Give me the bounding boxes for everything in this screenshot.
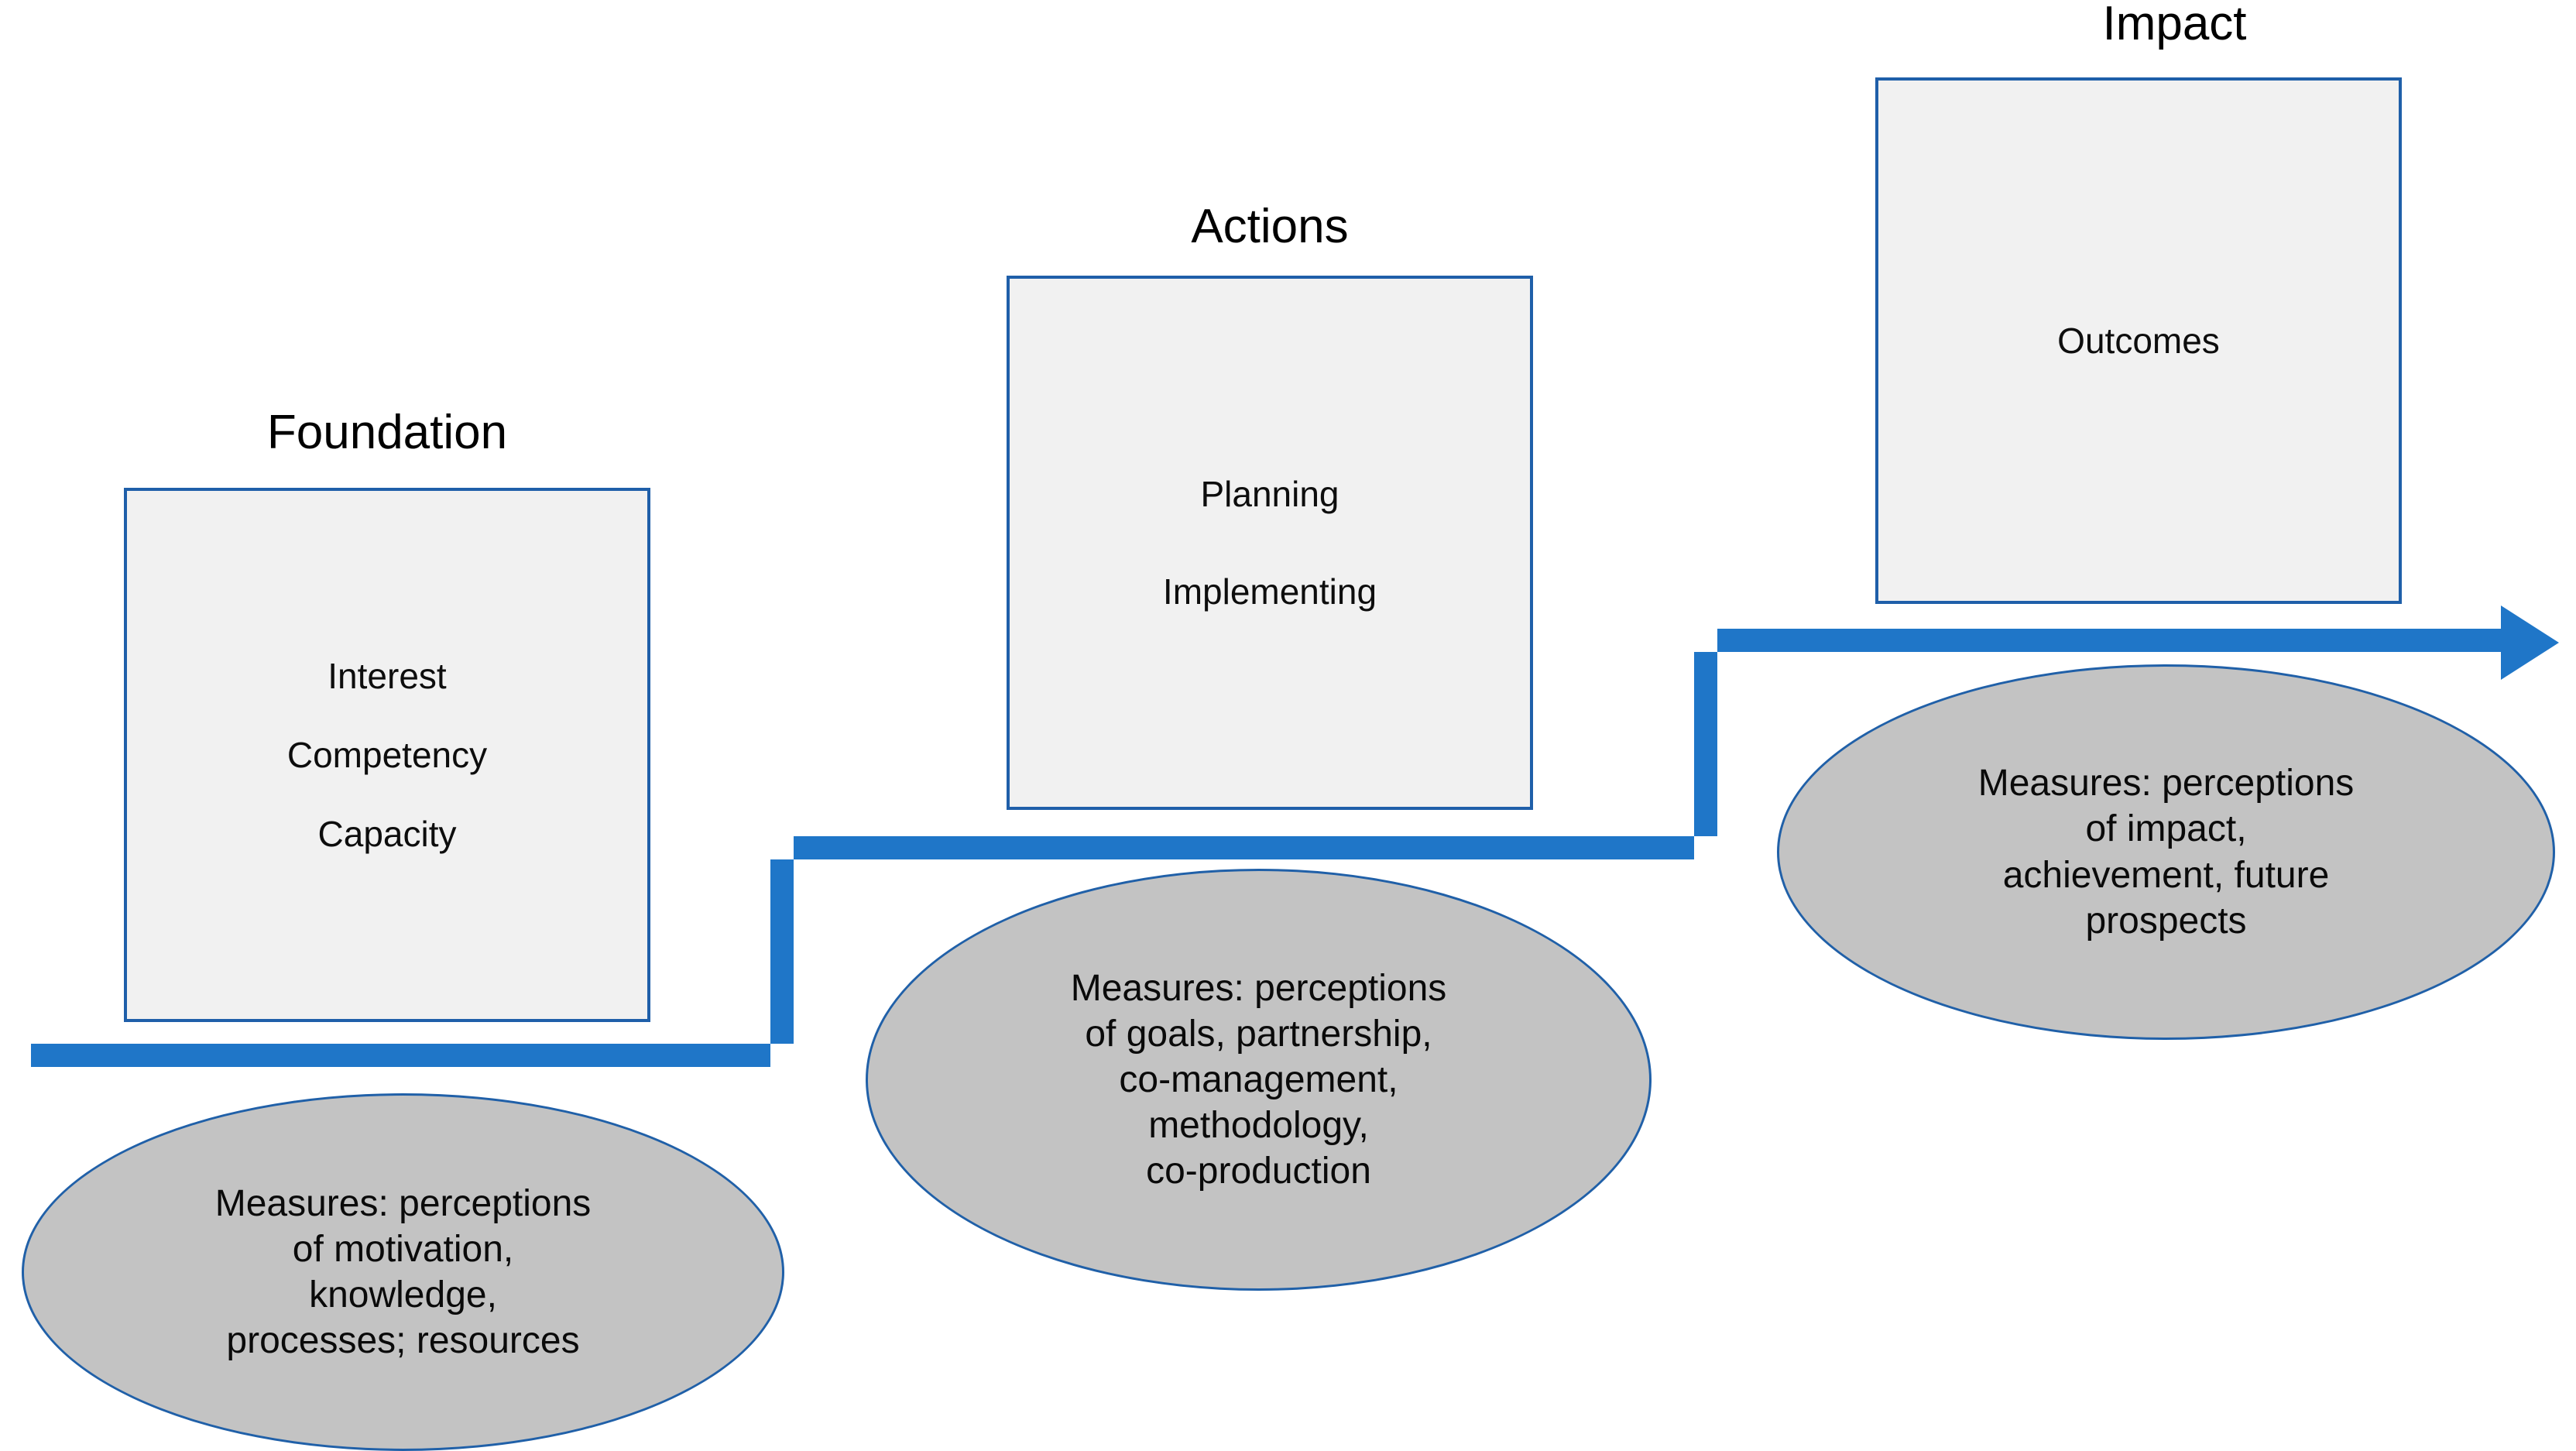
stage-box-foundation[interactable]: Interest Competency Capacity: [124, 488, 650, 1022]
measure-line: Measures: perceptions: [1977, 763, 2355, 804]
measure-line: achievement, future: [2002, 854, 2330, 896]
measure-line: of goals, partnership,: [1085, 1013, 1432, 1055]
measures-ellipse-foundation[interactable]: Measures: perceptions of motivation, kno…: [22, 1093, 784, 1451]
stage-title-actions: Actions: [1191, 200, 1349, 253]
measures-ellipse-impact[interactable]: Measures: perceptions of impact, achieve…: [1777, 664, 2555, 1040]
box-line-implementing: Implementing: [1162, 571, 1377, 612]
stage-box-impact[interactable]: Outcomes: [1875, 77, 2402, 604]
stage-box-actions[interactable]: Planning Implementing: [1007, 276, 1533, 810]
arrow-shaft-path: [31, 605, 2559, 1067]
box-line-interest: Interest: [328, 655, 447, 696]
stage-impact: Impact Outcomes: [1773, 0, 2576, 1451]
box-line-capacity: Capacity: [317, 814, 457, 855]
measure-line: of impact,: [2085, 808, 2247, 850]
stage-title-foundation: Foundation: [266, 406, 508, 459]
stage-foundation: Foundation Interest Competency Capacity …: [0, 0, 784, 1451]
measure-line: co-management,: [1119, 1058, 1398, 1100]
box-line-planning: Planning: [1200, 473, 1339, 514]
measure-line: knowledge,: [309, 1274, 497, 1316]
measure-line: Measures: perceptions: [1070, 967, 1447, 1009]
box-line-outcomes: Outcomes: [2057, 320, 2220, 361]
measure-line: processes; resources: [226, 1320, 580, 1362]
stage-title-impact: Impact: [2102, 0, 2247, 50]
measure-line: co-production: [1146, 1151, 1371, 1192]
measure-line: of motivation,: [292, 1228, 514, 1270]
box-line-competency: Competency: [286, 734, 488, 775]
measure-line: Measures: perceptions: [214, 1182, 592, 1224]
measure-line: methodology,: [1148, 1105, 1369, 1147]
measures-ellipse-actions[interactable]: Measures: perceptions of goals, partners…: [866, 869, 1652, 1291]
stage-actions: Actions Planning Implementing: [883, 0, 1657, 1451]
measure-line: prospects: [2085, 900, 2247, 942]
